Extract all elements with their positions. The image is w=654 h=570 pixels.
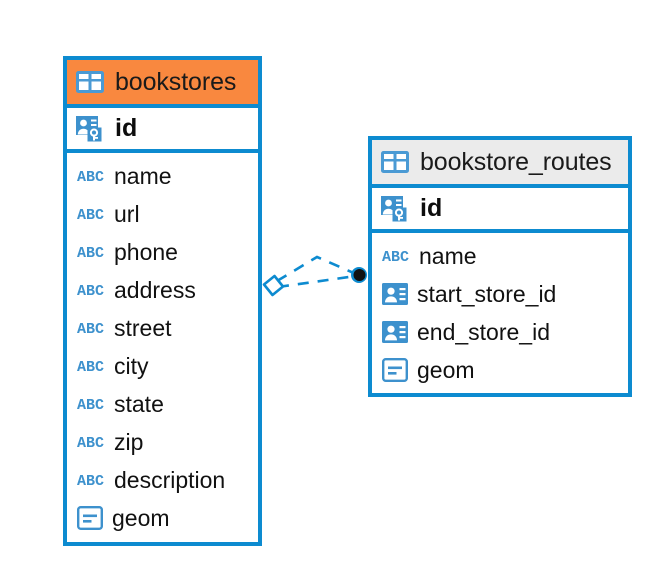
field-row[interactable]: ABC address [67,271,258,309]
field-row[interactable]: geom [372,351,628,389]
primary-key-icon [381,194,411,224]
table-icon [76,71,104,93]
field-row[interactable]: ABC street [67,309,258,347]
foreign-key-icon [382,282,408,306]
relationship-source-marker [258,274,285,297]
primary-key-row[interactable]: id [67,108,258,153]
field-row[interactable]: ABC description [67,461,258,499]
svg-text:ABC: ABC [77,321,104,337]
field-list-bookstores: ABC name ABC url ABC p [67,153,258,537]
abc-text-icon: ABC [77,319,105,337]
relationship-line-upper [276,255,357,283]
svg-text:ABC: ABC [77,169,104,185]
field-label: name [114,162,172,189]
entity-title: bookstores [115,67,237,96]
field-label: zip [114,428,144,455]
svg-text:ABC: ABC [77,207,104,223]
field-row[interactable]: start_store_id [372,275,628,313]
svg-text:ABC: ABC [77,359,104,375]
relationship-connector[interactable] [255,243,380,313]
abc-text-icon: ABC [77,357,105,375]
table-icon [381,151,409,173]
abc-text-icon: ABC [77,167,105,185]
field-list-bookstore-routes: ABC name start_store_id [372,233,628,389]
primary-key-row[interactable]: id [372,188,628,233]
field-label: url [114,200,140,227]
svg-text:ABC: ABC [77,283,104,299]
field-label: address [114,276,196,303]
entity-header-bookstores[interactable]: bookstores [67,60,258,108]
field-label: name [419,242,477,269]
abc-text-icon: ABC [382,247,410,265]
svg-text:ABC: ABC [77,245,104,261]
svg-text:ABC: ABC [77,473,104,489]
primary-key-label: id [420,194,443,222]
abc-text-icon: ABC [77,205,105,223]
svg-text:ABC: ABC [77,435,104,451]
geometry-icon [382,358,408,382]
field-label: state [114,390,164,417]
foreign-key-icon [382,320,408,344]
field-row[interactable]: ABC name [372,237,628,275]
field-row[interactable]: ABC url [67,195,258,233]
primary-key-icon [76,114,106,144]
abc-text-icon: ABC [77,395,105,413]
abc-text-icon: ABC [77,471,105,489]
geometry-icon [77,506,103,530]
field-row[interactable]: end_store_id [372,313,628,351]
field-label: city [114,352,149,379]
entity-bookstore-routes[interactable]: bookstore_routes id [368,136,632,397]
field-row[interactable]: geom [67,499,258,537]
field-label: start_store_id [417,280,557,307]
field-row[interactable]: ABC zip [67,423,258,461]
field-label: street [114,314,172,341]
field-row[interactable]: ABC phone [67,233,258,271]
svg-text:ABC: ABC [382,249,409,265]
field-label: end_store_id [417,318,550,345]
field-label: geom [112,504,170,531]
primary-key-label: id [115,114,138,142]
entity-title: bookstore_routes [420,147,612,176]
svg-text:ABC: ABC [77,397,104,413]
field-row[interactable]: ABC state [67,385,258,423]
field-label: geom [417,356,475,383]
abc-text-icon: ABC [77,281,105,299]
relationship-target-marker [351,267,367,283]
field-row[interactable]: ABC name [67,157,258,195]
entity-bookstores[interactable]: bookstores id [63,56,262,546]
field-label: phone [114,238,178,265]
abc-text-icon: ABC [77,243,105,261]
entity-header-bookstore-routes[interactable]: bookstore_routes [372,140,628,188]
field-label: description [114,466,226,493]
abc-text-icon: ABC [77,433,105,451]
field-row[interactable]: ABC city [67,347,258,385]
relationship-line-lower [277,274,357,289]
